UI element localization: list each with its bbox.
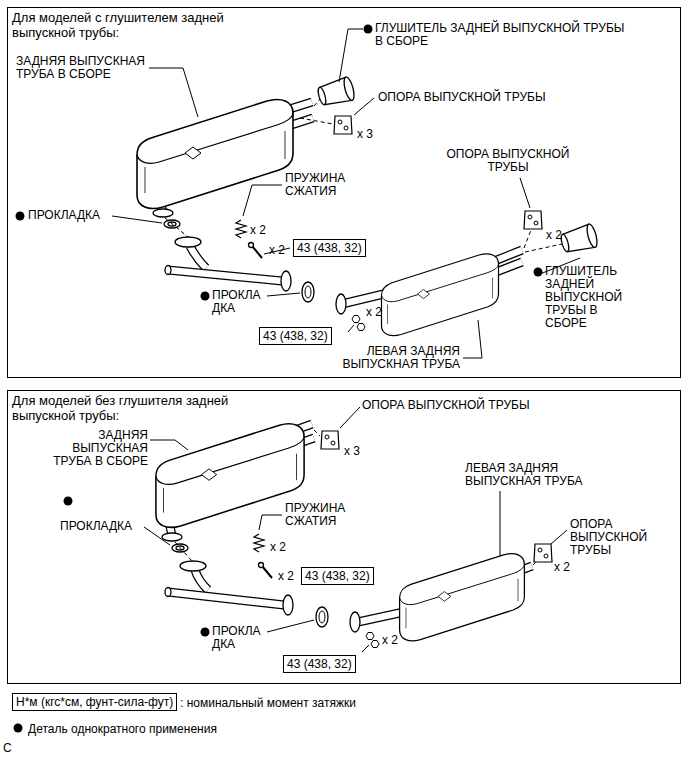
panel-heading: Для моделей без глушителя задней выпускн… bbox=[12, 393, 282, 423]
part-label: ГЛУШИТЕЛЬ ЗАДНЕЙ ВЫПУСКНОЙ ТРУБЫ В СБОРЕ bbox=[545, 265, 640, 330]
quantity-label: x 2 bbox=[382, 634, 398, 647]
part-label: ПРУЖИНА СЖАТИЯ bbox=[285, 172, 357, 198]
part-label: ОПОРА ВЫПУСКНОЙ ТРУБЫ bbox=[362, 399, 530, 412]
single-use-bullet bbox=[12, 722, 24, 734]
quantity-label: x 2 bbox=[554, 561, 570, 574]
part-label: ЛЕВАЯ ЗАДНЯЯ ВЫПУСКНАЯ ТРУБА bbox=[465, 462, 615, 488]
quantity-label: x 3 bbox=[344, 445, 360, 458]
part-label: ПРУЖИНА СЖАТИЯ bbox=[285, 502, 357, 528]
quantity-label: x 2 bbox=[250, 224, 266, 237]
torque-box: 43 (438, 32) bbox=[293, 239, 366, 257]
quantity-label: x 2 bbox=[278, 570, 294, 583]
legend-text: Деталь однократного применения bbox=[28, 722, 217, 736]
panel-heading: Для моделей с глушителем задней выпускно… bbox=[12, 10, 282, 40]
part-label: ПРОКЛАДКА bbox=[28, 209, 100, 222]
torque-value: 43 (438, 32) bbox=[305, 569, 370, 583]
torque-value: 43 (438, 32) bbox=[287, 657, 352, 671]
part-label: ПРОКЛА ДКА bbox=[212, 289, 264, 315]
torque-box: 43 (438, 32) bbox=[301, 567, 374, 585]
part-label: ПРОКЛА ДКА bbox=[212, 625, 264, 651]
quantity-label: x 2 bbox=[366, 306, 382, 319]
quantity-label: x 2 bbox=[270, 541, 286, 554]
quantity-label: x 3 bbox=[357, 128, 373, 141]
part-label: ЗАДНЯЯ ВЫПУСКНАЯ ТРУБА В СБОРЕ bbox=[40, 429, 148, 468]
torque-box: Н*м (кгс*см, фунт-сила-фут) bbox=[12, 693, 177, 711]
torque-box: 43 (438, 32) bbox=[259, 327, 332, 345]
part-label: ОПОРА ВЫПУСКНОЙ ТРУБЫ bbox=[438, 148, 578, 174]
part-label: ОПОРА ВЫПУСКНОЙ ТРУБЫ bbox=[570, 518, 665, 557]
torque-box: 43 (438, 32) bbox=[283, 655, 356, 673]
torque-value: Н*м (кгс*см, фунт-сила-фут) bbox=[16, 695, 173, 709]
part-label: ЛЕВАЯ ЗАДНЯЯ ВЫПУСКНАЯ ТРУБА bbox=[330, 345, 460, 371]
part-label: ОПОРА ВЫПУСКНОЙ ТРУБЫ bbox=[378, 91, 546, 104]
part-label: ЗАДНЯЯ ВЫПУСКНАЯ ТРУБА В СБОРЕ bbox=[16, 55, 146, 81]
quantity-label: x 2 bbox=[546, 229, 562, 242]
figure-code: C bbox=[3, 742, 12, 755]
quantity-label: x 2 bbox=[269, 244, 285, 257]
part-label: ГЛУШИТЕЛЬ ЗАДНЕЙ ВЫПУСКНОЙ ТРУБЫ В СБОРЕ bbox=[375, 22, 625, 48]
legend-note: : номинальный момент затяжки bbox=[180, 697, 356, 710]
torque-value: 43 (438, 32) bbox=[297, 241, 362, 255]
torque-value: 43 (438, 32) bbox=[263, 329, 328, 343]
part-label: ПРОКЛАДКА bbox=[60, 520, 132, 533]
legend-entry: Деталь однократного применения bbox=[12, 722, 217, 736]
